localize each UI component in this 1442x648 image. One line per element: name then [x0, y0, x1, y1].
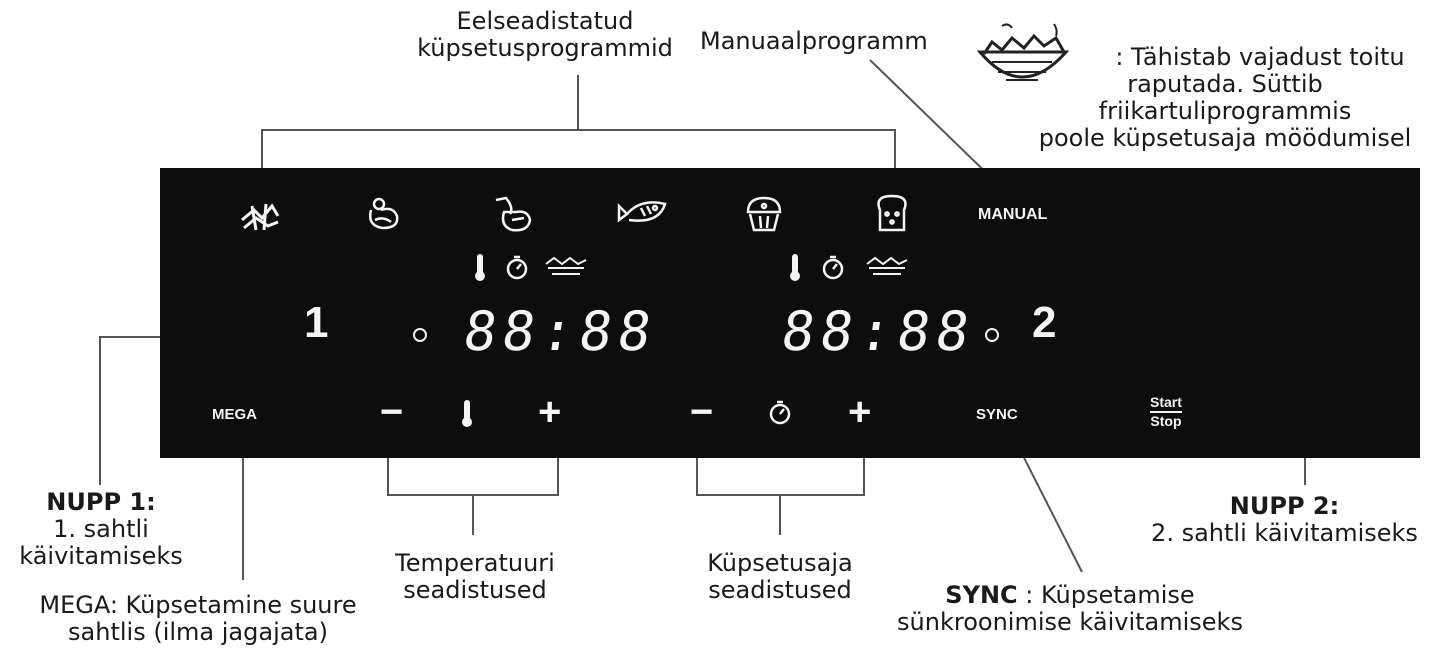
shake-basket-icon [866, 256, 908, 275]
mega-button[interactable]: MEGA [212, 406, 257, 423]
fish-icon[interactable] [615, 196, 669, 230]
shake-callout-line3: friikartuliprogrammis [1098, 97, 1352, 125]
presets-callout: Eelseadistatud küpsetusprogrammid [390, 8, 700, 62]
time-callout-line2: seadistused [708, 576, 852, 604]
sync-callout-line1: SYNC : Küpsetamise [890, 582, 1250, 609]
timer-icon [769, 400, 791, 425]
time-minus-button[interactable]: − [690, 390, 714, 434]
start-label: Start [1150, 394, 1182, 413]
thermometer-icon [790, 254, 800, 281]
drawer1-button[interactable]: 1 [304, 298, 329, 347]
button1-callout: NUPP 1: 1. sahtli käivitamiseks [6, 489, 196, 570]
thermometer-icon [462, 400, 472, 427]
thermometer-icon [475, 254, 485, 281]
shake-basket-icon [545, 256, 587, 275]
shake-callout: : Tähistab vajadust toitu raputada. Sütt… [1015, 44, 1435, 152]
sync-callout-text: : Küpsetamise [1017, 581, 1195, 609]
temperature-callout: Temperatuuri seadistused [370, 550, 580, 604]
sync-leader [1014, 439, 1083, 573]
button1-callout-line2: käivitamiseks [19, 542, 183, 570]
sync-callout-line2: sünkroonimise käivitamiseks [897, 608, 1243, 636]
drumstick-icon[interactable] [490, 194, 534, 236]
control-panel: MANUAL 1 88:88 88:88 2 MEGA − + − + SYNC… [160, 168, 1420, 458]
button2-callout-line1: 2. sahtli käivitamiseks [1151, 519, 1418, 547]
shake-callout-line4: poole küpsetusaja möödumisel [1038, 124, 1412, 152]
button2-callout: NUPP 2: 2. sahtli käivitamiseks [1132, 493, 1437, 547]
timer-icon [822, 255, 844, 280]
time-callout-line1: Küpsetusaja [707, 549, 853, 577]
bread-icon[interactable] [872, 192, 912, 234]
shake-basket-icon [976, 23, 1070, 81]
sync-callout: SYNC : Küpsetamise sünkroonimise käivita… [890, 582, 1250, 636]
mega-callout-line2: sahtlis (ilma jagajata) [68, 618, 328, 646]
stop-label: Stop [1150, 413, 1182, 429]
start-stop-button[interactable]: Start Stop [1150, 394, 1182, 430]
shake-callout-line1: : Tähistab vajadust toitu [1115, 43, 1405, 71]
mega-callout-line1: MEGA: Küpsetamine suure [39, 591, 357, 619]
presets-callout-line2: küpsetusprogrammid [417, 34, 673, 62]
manual-button[interactable]: MANUAL [978, 206, 1048, 223]
fries-icon[interactable] [238, 200, 282, 234]
temperature-callout-line1: Temperatuuri [395, 549, 555, 577]
button1-callout-line1: 1. sahtli [53, 515, 149, 543]
temperature-callout-line2: seadistused [403, 576, 547, 604]
manual-leader [869, 59, 1003, 189]
button2-callout-title: NUPP 2: [1229, 492, 1340, 520]
time-callout: Küpsetusaja seadistused [690, 550, 870, 604]
shake-callout-line2: raputada. Süttib [1127, 70, 1323, 98]
sync-button[interactable]: SYNC [976, 406, 1018, 423]
drawer2-button[interactable]: 2 [1032, 298, 1057, 347]
temperature-minus-button[interactable]: − [380, 390, 404, 434]
sync-callout-keyword: SYNC [945, 581, 1018, 609]
chicken-icon[interactable] [365, 196, 403, 234]
button1-callout-title: NUPP 1: [46, 488, 156, 516]
manual-callout: Manuaalprogramm [700, 27, 928, 55]
presets-callout-line1: Eelseadistatud [456, 7, 634, 35]
drawer2-indicator [985, 328, 999, 342]
timer-icon [506, 255, 528, 280]
mega-callout: MEGA: Küpsetamine suure sahtlis (ilma ja… [8, 592, 388, 646]
display-right: 88:88 [777, 300, 980, 363]
muffin-icon[interactable] [744, 194, 784, 234]
time-plus-button[interactable]: + [848, 390, 872, 434]
temperature-plus-button[interactable]: + [538, 390, 562, 434]
display-left: 88:88 [459, 300, 662, 363]
drawer1-indicator [413, 328, 427, 342]
